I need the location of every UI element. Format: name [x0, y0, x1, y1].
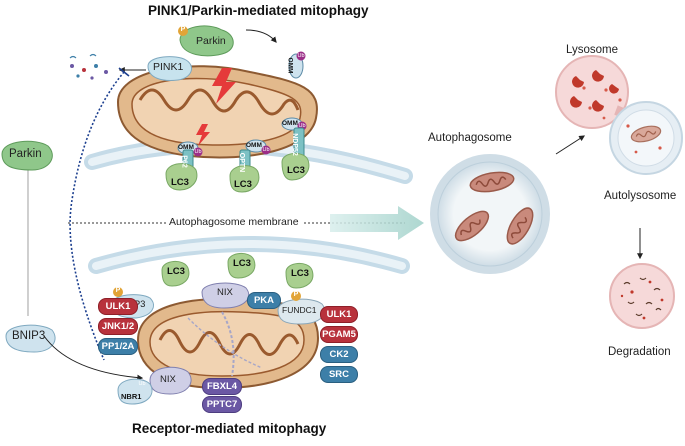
lc3-label-top-2: LC3	[234, 179, 252, 190]
ub-badge-top: Ub	[297, 53, 305, 59]
p-badge-fundc1: P	[293, 291, 299, 298]
lysosome	[555, 55, 645, 133]
p-badge-parkin: P	[180, 26, 186, 33]
optn-label: OPTN	[238, 152, 246, 173]
ub-badge-p62: Ub	[194, 149, 202, 155]
degradation-label: Degradation	[608, 346, 671, 358]
pink1-fragments	[69, 53, 108, 80]
damage-bolt-small	[196, 124, 210, 146]
membrane-label: Autophagosome membrane	[166, 216, 302, 228]
bottom-mitochondrion	[136, 298, 320, 390]
lc3-top-1	[165, 163, 198, 191]
parkin-left-label: Parkin	[9, 148, 42, 160]
fundc1-label: FUNDC1	[282, 305, 317, 315]
lysosome-label: Lysosome	[566, 44, 618, 56]
ub-badge-optn: Ub	[262, 147, 270, 153]
lc3-bottom-3	[285, 263, 314, 289]
pgam5-pill: PGAM5	[320, 326, 358, 343]
inhibition-dotted-line	[69, 71, 125, 361]
p62-label: P62	[180, 155, 188, 168]
lc3-bottom-1	[161, 261, 190, 287]
bnip3-to-nix-arrow	[43, 335, 144, 381]
damage-bolt	[212, 68, 236, 104]
p-badge-bnip3: P	[115, 287, 121, 294]
omm-label-top: OMM	[286, 57, 294, 74]
lc3-bottom-2	[227, 253, 256, 279]
src-pill: SRC	[320, 366, 358, 383]
nix-top-receptor	[201, 282, 250, 309]
top-title: PINK1/Parkin-mediated mitophagy	[148, 3, 369, 18]
ck2-pill: CK2	[320, 346, 358, 363]
parkin-left-shape	[1, 140, 53, 171]
nbr1-label: NBR1	[121, 392, 142, 401]
omm-label-optn: OMM	[246, 142, 262, 149]
pink1-shape	[147, 56, 193, 81]
top-mitochondrion	[116, 65, 318, 159]
omm-label-ndp52: OMM	[282, 120, 298, 127]
to-autophagosome-arrow	[330, 206, 424, 240]
degradation-vesicle	[609, 263, 675, 329]
nix-top-label: NIX	[217, 287, 233, 298]
lc3-label-bottom-3: LC3	[291, 268, 309, 279]
pp12a-pill: PP1/2A	[98, 338, 138, 355]
ub-badge-nix: Ub	[138, 381, 146, 387]
ulk1-left-pill: ULK1	[98, 298, 138, 315]
parkin-top-label: Parkin	[196, 35, 226, 47]
autolysosome-label: Autolysosome	[604, 190, 677, 202]
lc3-label-bottom-1: LC3	[167, 266, 185, 277]
jnk12-pill: JNK1/2	[98, 318, 138, 335]
autolysosome	[609, 101, 683, 175]
pink1-label: PINK1	[153, 61, 184, 73]
lc3-label-bottom-2: LC3	[233, 258, 251, 269]
lc3-top-3	[281, 153, 310, 181]
omm-label-p62: OMM	[178, 144, 194, 151]
lc3-top-2	[229, 165, 260, 193]
ulk1-right-pill: ULK1	[320, 306, 358, 323]
bnip3-left-label: BNIP3	[12, 330, 46, 342]
ndp52-label: NDP52	[290, 133, 298, 156]
bnip3-left-shape	[5, 324, 56, 353]
nbr1-receptor	[117, 378, 153, 405]
fbxl4-pill: FBXL4	[202, 378, 242, 395]
to-lysosome-arrow	[555, 135, 586, 155]
nix-bottom-label: NIX	[160, 374, 176, 385]
pptc7-pill: PPTC7	[202, 396, 242, 413]
bottom-title: Receptor-mediated mitophagy	[132, 421, 327, 436]
parkin-top-shape	[179, 25, 234, 57]
autophagosome-label: Autophagosome	[428, 132, 512, 144]
lc3-label-top-1: LC3	[171, 177, 189, 188]
lc3-label-top-3: LC3	[287, 165, 305, 176]
autophagosome	[430, 154, 550, 274]
omm-receptor-top-right	[288, 51, 306, 79]
parkin-recruit-arrow	[245, 29, 277, 43]
pka-pill: PKA	[247, 292, 281, 309]
ub-badge-ndp52: Ub	[298, 123, 306, 129]
